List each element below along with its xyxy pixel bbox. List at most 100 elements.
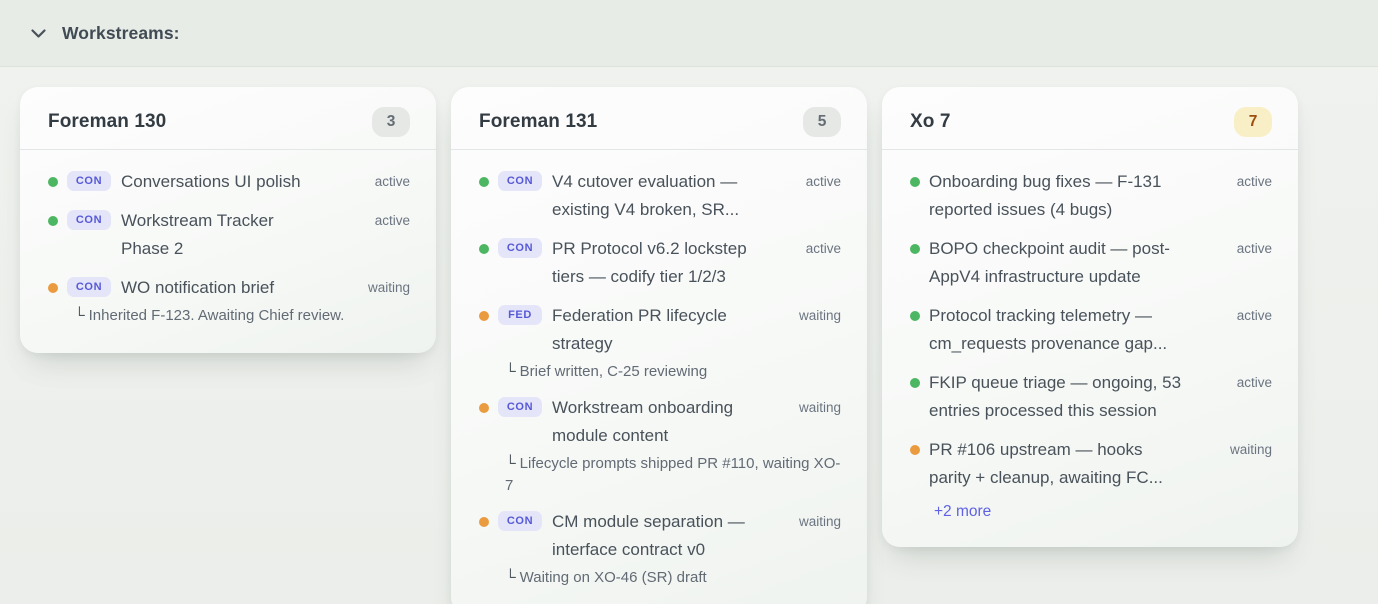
list-item-row: FKIP queue triage — ongoing, 53 entries … (910, 369, 1272, 425)
item-title: WO notification brief (121, 278, 275, 297)
item-note-text: Waiting on XO-46 (SR) draft (519, 569, 707, 586)
item-status: active (374, 213, 410, 228)
list-item: CON V4 cutover evaluation — existing V4 … (479, 168, 841, 224)
note-branch-icon: └ (74, 307, 85, 324)
status-dot-icon (910, 445, 920, 455)
item-note-text: Inherited F-123. Awaiting Chief review. (88, 307, 345, 324)
item-title: Workstream onboarding module content (552, 398, 734, 445)
list-item: CON Workstream onboarding module content… (479, 394, 841, 497)
list-item: BOPO checkpoint audit — post-AppV4 infra… (910, 235, 1272, 291)
status-dot-icon (479, 403, 489, 413)
item-tag: CON (67, 277, 111, 297)
card-items: Onboarding bug fixes — F-131 reported is… (882, 150, 1298, 547)
workstream-card: Foreman 131 5 CON V4 cutover evaluation … (451, 87, 867, 604)
workstream-card: Foreman 130 3 CON Conversations UI polis… (20, 87, 436, 353)
card-title: Foreman 131 (479, 111, 598, 132)
item-status: waiting (1229, 442, 1272, 457)
item-status: active (1236, 375, 1272, 390)
item-tag: CON (498, 171, 542, 191)
list-item-row: Protocol tracking telemetry — cm_request… (910, 302, 1272, 358)
item-title: BOPO checkpoint audit — post-AppV4 infra… (929, 239, 1170, 286)
card-count-badge: 5 (803, 107, 841, 137)
status-dot-icon (910, 177, 920, 187)
item-title: PR #106 upstream — hooks parity + cleanu… (929, 440, 1163, 487)
list-item: CON CM module separation — interface con… (479, 508, 841, 589)
item-tag: CON (67, 171, 111, 191)
chevron-down-icon (30, 28, 46, 38)
item-note: └Lifecycle prompts shipped PR #110, wait… (505, 453, 841, 497)
card-header: Foreman 130 3 (20, 87, 436, 150)
item-tag: FED (498, 305, 542, 325)
list-item: CON Conversations UI polish active (48, 168, 410, 196)
list-item-row: CON Conversations UI polish active (48, 168, 410, 196)
list-item-row: CON PR Protocol v6.2 lockstep tiers — co… (479, 235, 841, 291)
item-title: V4 cutover evaluation — existing V4 brok… (552, 172, 740, 219)
status-dot-icon (48, 177, 58, 187)
list-item: CON PR Protocol v6.2 lockstep tiers — co… (479, 235, 841, 291)
workstream-card: Xo 7 7 Onboarding bug fixes — F-131 repo… (882, 87, 1298, 547)
list-item-row: CON Workstream Tracker Phase 2 active (48, 207, 410, 263)
status-dot-icon (479, 517, 489, 527)
list-item: CON Workstream Tracker Phase 2 active (48, 207, 410, 263)
item-tag: CON (67, 210, 111, 230)
note-branch-icon: └ (505, 363, 516, 380)
list-item-row: PR #106 upstream — hooks parity + cleanu… (910, 436, 1272, 492)
item-status: active (1236, 241, 1272, 256)
status-dot-icon (910, 244, 920, 254)
status-dot-icon (48, 283, 58, 293)
card-items: CON V4 cutover evaluation — existing V4 … (451, 150, 867, 604)
item-tag: CON (498, 238, 542, 258)
item-status: active (805, 174, 841, 189)
item-note: └Waiting on XO-46 (SR) draft (505, 567, 841, 589)
item-note-text: Brief written, C-25 reviewing (519, 363, 708, 380)
card-title: Xo 7 (910, 111, 951, 132)
list-item-row: CON CM module separation — interface con… (479, 508, 841, 564)
item-tag: CON (498, 397, 542, 417)
card-header: Foreman 131 5 (451, 87, 867, 150)
section-title: Workstreams: (62, 22, 180, 43)
status-dot-icon (910, 311, 920, 321)
item-title: Conversations UI polish (121, 172, 301, 191)
item-status: active (374, 174, 410, 189)
list-item-row: FED Federation PR lifecycle strategy wai… (479, 302, 841, 358)
item-title: Workstream Tracker Phase 2 (121, 211, 274, 258)
list-item: FED Federation PR lifecycle strategy wai… (479, 302, 841, 383)
status-dot-icon (910, 378, 920, 388)
list-item: CON WO notification brief waiting └Inher… (48, 274, 410, 327)
list-item-row: CON Workstream onboarding module content… (479, 394, 841, 450)
card-header: Xo 7 7 (882, 87, 1298, 150)
list-item-row: CON V4 cutover evaluation — existing V4 … (479, 168, 841, 224)
item-status: waiting (798, 400, 841, 415)
list-item-row: Onboarding bug fixes — F-131 reported is… (910, 168, 1272, 224)
status-dot-icon (479, 177, 489, 187)
cards-row: Foreman 130 3 CON Conversations UI polis… (0, 67, 1378, 604)
workstreams-header: Workstreams: (0, 0, 1378, 67)
item-tag: CON (498, 511, 542, 531)
status-dot-icon (48, 216, 58, 226)
list-item-row: CON WO notification brief waiting (48, 274, 410, 302)
item-title: CM module separation — interface contrac… (552, 512, 745, 559)
card-title: Foreman 130 (48, 111, 167, 132)
item-title: Protocol tracking telemetry — cm_request… (929, 306, 1168, 353)
status-dot-icon (479, 244, 489, 254)
item-status: active (1236, 174, 1272, 189)
item-title: Federation PR lifecycle strategy (552, 306, 727, 353)
more-link[interactable]: +2 more (934, 503, 992, 520)
list-item-row: BOPO checkpoint audit — post-AppV4 infra… (910, 235, 1272, 291)
item-status: active (805, 241, 841, 256)
note-branch-icon: └ (505, 569, 516, 586)
item-status: waiting (798, 308, 841, 323)
card-items: CON Conversations UI polish active CON W… (20, 150, 436, 353)
collapse-section-button[interactable] (28, 23, 48, 43)
item-title: Onboarding bug fixes — F-131 reported is… (929, 172, 1162, 219)
item-note-text: Lifecycle prompts shipped PR #110, waiti… (505, 455, 841, 494)
card-count-badge: 3 (372, 107, 410, 137)
list-item: PR #106 upstream — hooks parity + cleanu… (910, 436, 1272, 492)
item-note: └Inherited F-123. Awaiting Chief review. (74, 305, 410, 327)
item-title: FKIP queue triage — ongoing, 53 entries … (929, 373, 1182, 420)
list-item: Onboarding bug fixes — F-131 reported is… (910, 168, 1272, 224)
item-status: active (1236, 308, 1272, 323)
item-note: └Brief written, C-25 reviewing (505, 361, 841, 383)
card-count-badge: 7 (1234, 107, 1272, 137)
item-status: waiting (798, 514, 841, 529)
